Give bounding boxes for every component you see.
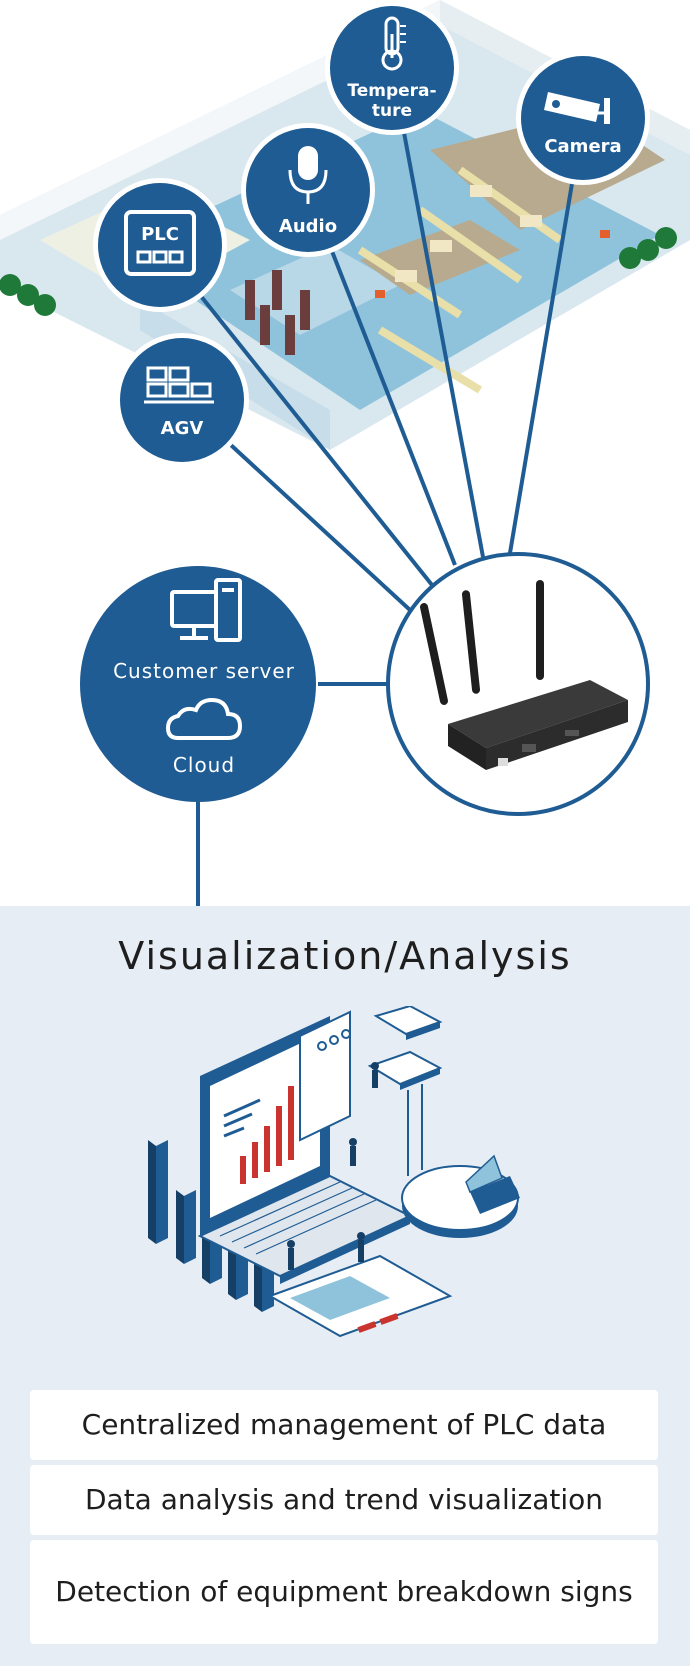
temperature-label-line2: ture xyxy=(372,101,412,121)
benefit-item-breakdown-detection: Detection of equipment breakdown signs xyxy=(30,1540,658,1644)
router-icon xyxy=(420,580,628,770)
document-illustration xyxy=(267,1254,453,1338)
connection-lines xyxy=(158,67,585,906)
plc-icon xyxy=(124,210,196,276)
analysis-panel: Visualization/Analysis xyxy=(0,906,690,1666)
gateway-node xyxy=(386,552,650,816)
agv-label: AGV xyxy=(161,418,204,439)
temperature-label-line1: Tempera- xyxy=(347,81,436,101)
agv-icon xyxy=(144,366,214,404)
sensor-node-plc: PLC xyxy=(93,178,227,312)
cloud-label: Cloud xyxy=(173,753,235,777)
server-cloud-node: Customer server Cloud xyxy=(80,566,316,802)
laptop-illustration xyxy=(197,1016,413,1284)
sensor-node-temperature: Tempera- ture xyxy=(325,1,459,135)
camera-label: Camera xyxy=(544,136,621,157)
thermometer-icon xyxy=(381,16,406,71)
sensor-node-audio: Audio xyxy=(241,123,375,257)
microphone-icon xyxy=(288,146,328,204)
people-illustration xyxy=(287,1062,379,1270)
sensor-node-agv: AGV xyxy=(115,333,249,467)
analysis-illustration xyxy=(148,1006,520,1338)
pie-chart-illustration xyxy=(401,1154,520,1238)
customer-server-label: Customer server xyxy=(113,659,295,683)
connection-diagram: PLC AGV Audio xyxy=(0,0,690,906)
camera-icon xyxy=(544,92,610,124)
platform-illustration xyxy=(367,1006,443,1176)
audio-label: Audio xyxy=(279,216,337,237)
dashboard-panel-illustration xyxy=(299,1010,351,1142)
benefit-item-plc-data: Centralized management of PLC data xyxy=(30,1390,658,1460)
sensor-node-camera: Camera xyxy=(516,51,650,185)
benefit-item-trend-visualization: Data analysis and trend visualization xyxy=(30,1465,658,1535)
plc-label: PLC xyxy=(141,224,179,245)
computer-icon xyxy=(170,578,242,642)
cloud-icon xyxy=(165,697,243,740)
isometric-bar-illustration xyxy=(148,1140,274,1312)
analysis-title: Visualization/Analysis xyxy=(118,934,572,978)
